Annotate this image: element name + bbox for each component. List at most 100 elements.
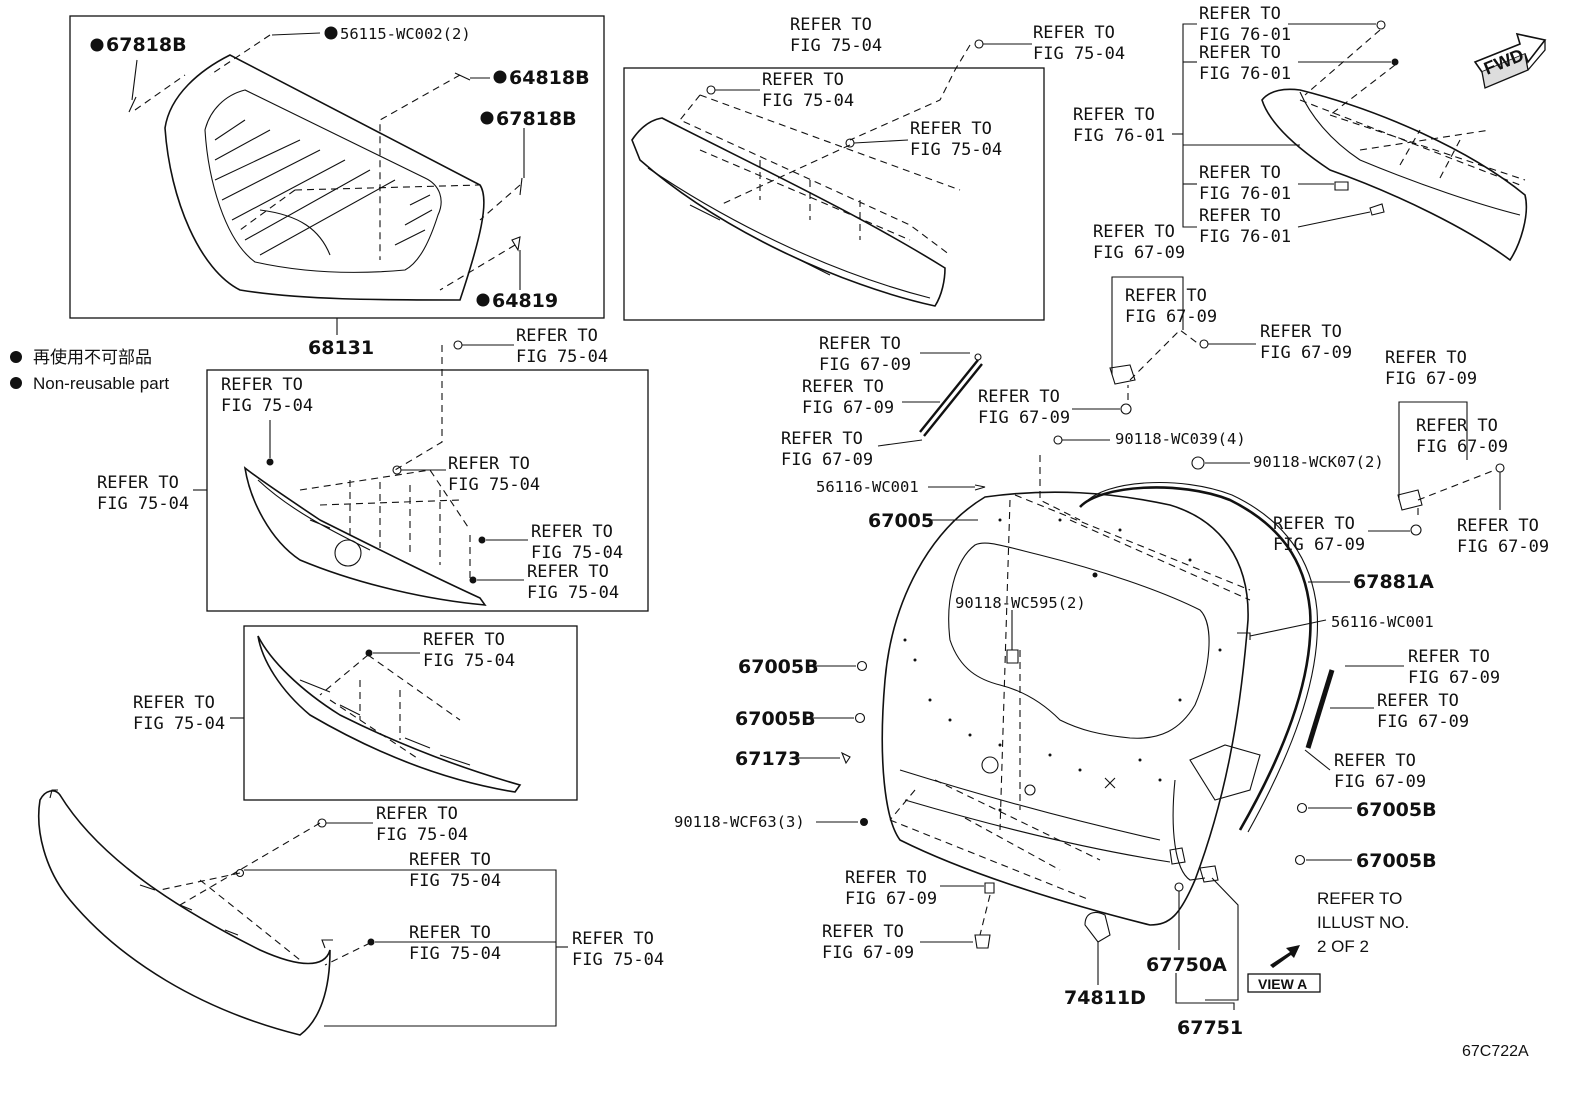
nonreusable-dot: [324, 26, 338, 40]
lower-trim-dashes: [159, 822, 371, 966]
ref-label: REFER TO: [790, 15, 872, 35]
glass-wiper-recess: [259, 209, 331, 256]
leader-67818b-a: [131, 59, 138, 101]
ref-label: FIG 67-09: [845, 889, 937, 909]
ref-label: REFER TO: [516, 326, 598, 346]
nut-hinge-r: [1410, 524, 1422, 536]
part-56116-a: 56116-WC001: [816, 478, 919, 496]
leader-56115: [271, 32, 321, 36]
ref-label: FIG 75-04: [423, 651, 515, 671]
part-68131: 68131: [308, 337, 374, 359]
ref-label: REFER TO: [762, 70, 844, 90]
back-door-mark: [1104, 777, 1116, 789]
lower-garnish-dashes: [319, 654, 461, 761]
nut-hinge: [1120, 403, 1132, 415]
ref-label: REFER TO: [409, 923, 491, 943]
ref-label: FIG 75-04: [572, 950, 664, 970]
glass-defroster-lines: [214, 119, 433, 256]
ref-label: FIG 75-04: [221, 396, 313, 416]
legend-dot: [10, 377, 22, 389]
ref-label: FIG 75-04: [910, 140, 1002, 160]
clip-spoiler-d: [1369, 203, 1385, 216]
view-a-label: VIEW A: [1258, 976, 1307, 992]
ref-label: FIG 76-01: [1199, 184, 1291, 204]
clip-upper-a: [706, 85, 716, 95]
leader-spoiler-d: [1297, 211, 1371, 228]
ref-label: REFER TO: [409, 850, 491, 870]
ref-label: REFER TO: [1334, 751, 1416, 771]
part-90118-wc039: 90118-WC039(4): [1115, 430, 1246, 448]
ref-label: FIG 76-01: [1199, 64, 1291, 84]
lower-garnish-detail: [299, 679, 471, 766]
strut-end: [974, 353, 982, 361]
ref-label: FIG 75-04: [409, 871, 501, 891]
ref-label: REFER TO: [978, 387, 1060, 407]
part-67005b-a: 67005B: [738, 656, 819, 678]
ref-label: FIG 75-04: [376, 825, 468, 845]
bolt-90118-wc039: [1053, 435, 1063, 445]
ref-label: REFER TO: [1093, 222, 1175, 242]
ref-label: REFER TO: [819, 334, 901, 354]
leader-56116-b: [1249, 619, 1327, 637]
clip-upper-b: [845, 138, 855, 148]
nut-90118-wck07: [1191, 456, 1205, 470]
trim-bracket: [244, 869, 557, 1027]
back-door-hole: [981, 756, 999, 774]
ref-label: FIG 76-01: [1073, 126, 1165, 146]
ref-label: REFER TO: [97, 473, 179, 493]
ref-label: FIG 67-09: [1273, 535, 1365, 555]
mid-garnish-dashes: [299, 345, 471, 580]
back-door-window-opening: [948, 542, 1210, 739]
ref-label: FIG 75-04: [409, 944, 501, 964]
back-window-glass: [164, 54, 485, 301]
ref-label: FIG 75-04: [133, 714, 225, 734]
illust-note-line3: 2 OF 2: [1317, 937, 1369, 956]
clip-spoiler-c: [1334, 181, 1349, 191]
upper-garnish: [631, 117, 946, 307]
ref-label: REFER TO: [1199, 163, 1281, 183]
ref-label: REFER TO: [1408, 647, 1490, 667]
gas-strut-left: [919, 359, 983, 437]
ref-label: REFER TO: [376, 804, 458, 824]
clip-trim-b: [235, 868, 245, 878]
lower-hinge: [974, 934, 991, 949]
lock-cable: [1172, 779, 1206, 881]
part-56116-b: 56116-WC001: [1331, 613, 1434, 631]
lower-garnish-box: [243, 625, 578, 801]
ref-label: FIG 67-09: [1385, 369, 1477, 389]
hinge-r-dashes: [1417, 469, 1496, 515]
ref-label: FIG 67-09: [1260, 343, 1352, 363]
clip-mid-d: [478, 536, 486, 544]
ref-label: REFER TO: [1125, 286, 1207, 306]
ref-label: REFER TO: [1457, 516, 1539, 536]
clip-spoiler-b: [1391, 58, 1399, 66]
ref-label: FIG 67-09: [1408, 668, 1500, 688]
part-67818b-b: 67818B: [496, 108, 577, 130]
lower-back-trim: [37, 790, 331, 1036]
leader-upper-b: [853, 139, 909, 144]
ref-label: REFER TO: [1073, 105, 1155, 125]
clip-67173: [840, 751, 851, 765]
ref-label: REFER TO: [1385, 348, 1467, 368]
ref-label: FIG 76-01: [1199, 227, 1291, 247]
ref-label: FIG 76-01: [1199, 25, 1291, 45]
lock-bracket: [1169, 847, 1186, 865]
legend-en: Non-reusable part: [33, 374, 169, 393]
lower-back-trim-clips: [139, 884, 239, 936]
clip-mid-b: [266, 458, 274, 466]
ref-label: FIG 67-09: [978, 408, 1070, 428]
clip-56116-b: [1237, 632, 1251, 640]
ref-label: FIG 75-04: [516, 347, 608, 367]
part-67750a: 67750A: [1146, 954, 1227, 976]
ref-label: FIG 75-04: [97, 494, 189, 514]
upper-garnish-detail: [647, 167, 931, 299]
illust-note-line1: REFER TO: [1317, 889, 1402, 908]
clip-64818b: [454, 72, 471, 81]
cover-74811d: [1084, 911, 1111, 943]
clip-spoiler-a: [1376, 20, 1386, 30]
ref-label: FIG 75-04: [762, 91, 854, 111]
back-door-lower-lines: [899, 769, 1171, 863]
part-64819: 64819: [492, 290, 558, 312]
back-door-holes: [903, 518, 1222, 812]
cushion-67005b-c: [1296, 802, 1308, 814]
